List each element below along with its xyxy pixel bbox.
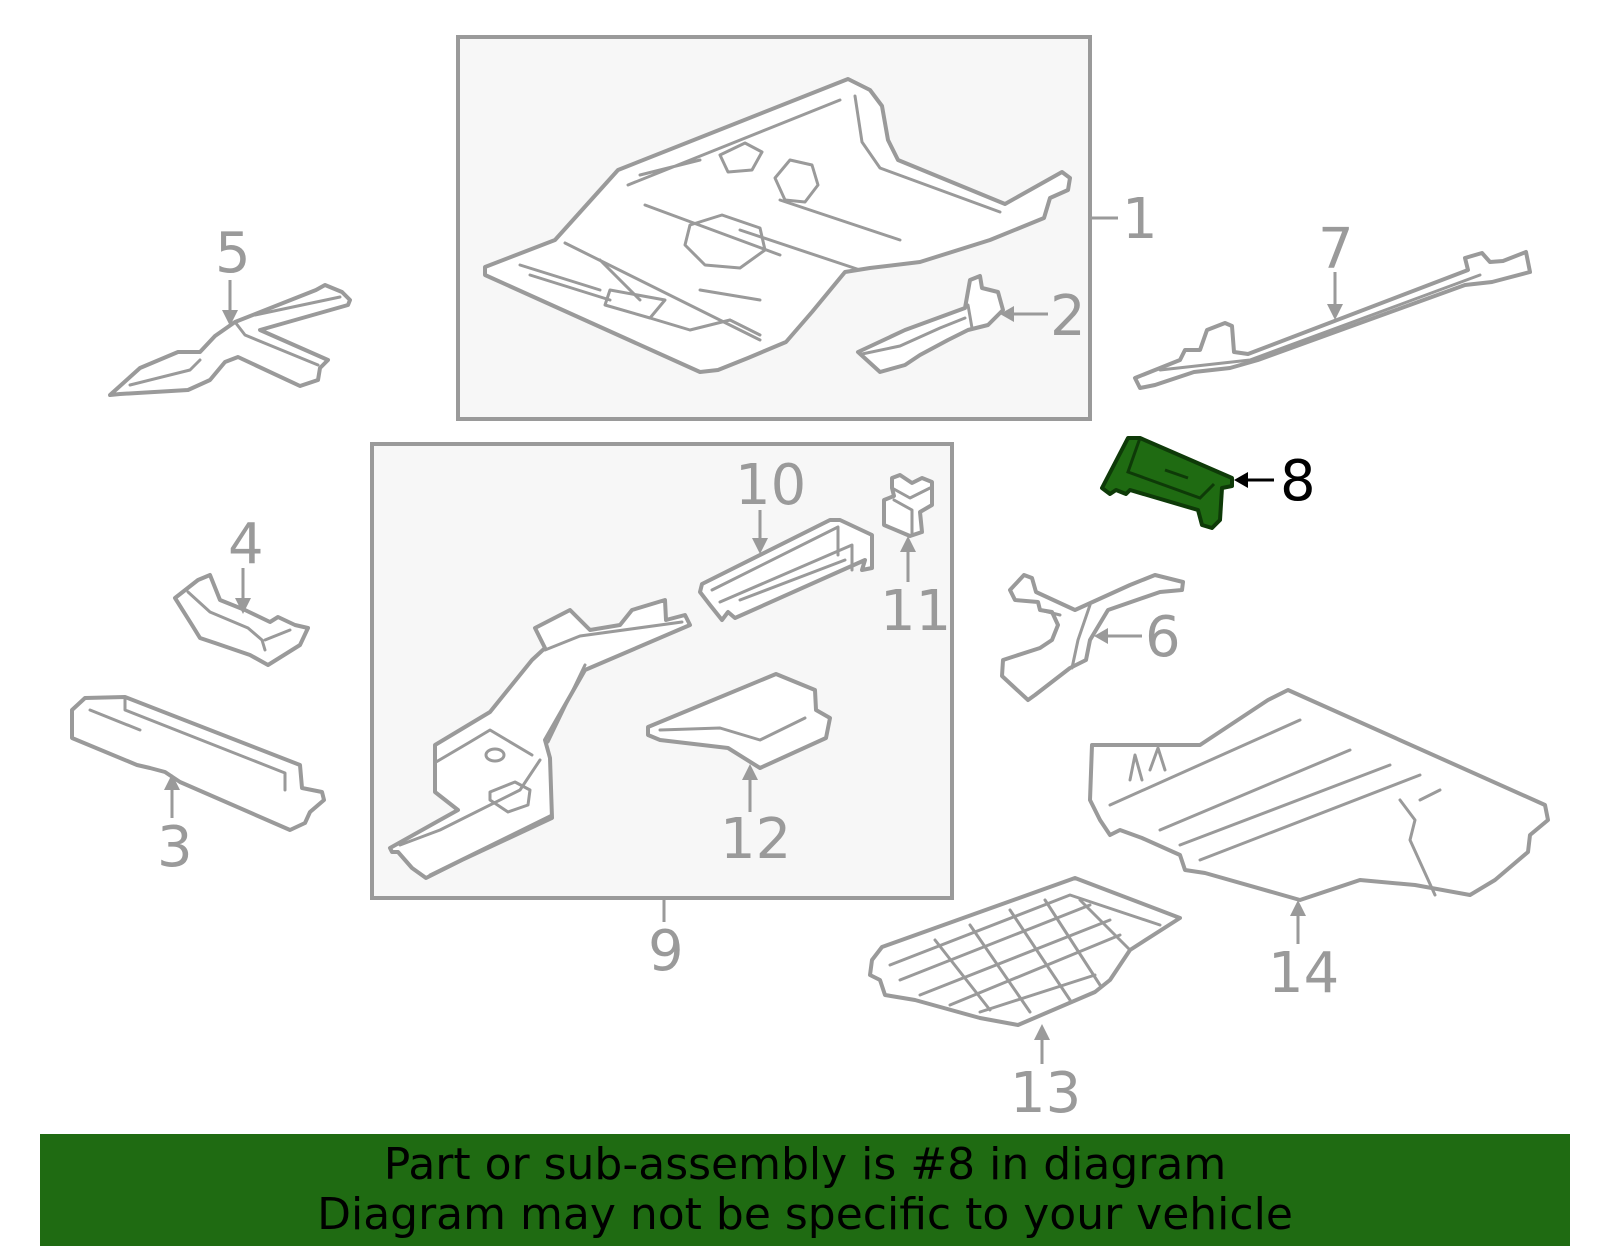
arrow-6 xyxy=(1094,628,1108,644)
arrow-3 xyxy=(164,774,180,790)
arrow-2 xyxy=(1000,306,1014,322)
info-banner: Part or sub-assembly is #8 in diagram Di… xyxy=(40,1134,1570,1246)
callout-8: 8 xyxy=(1280,449,1316,514)
banner-line-part-number: Part or sub-assembly is #8 in diagram xyxy=(383,1139,1227,1190)
part-1-floor-pan[interactable] xyxy=(483,77,1072,374)
arrow-14 xyxy=(1290,900,1306,916)
callout-4: 4 xyxy=(228,512,264,577)
part-2-crossmember[interactable] xyxy=(856,274,1005,374)
part-7-side-rail[interactable] xyxy=(1133,250,1532,390)
callout-12: 12 xyxy=(720,807,791,872)
banner-line-disclaimer: Diagram may not be specific to your vehi… xyxy=(317,1189,1293,1240)
callout-5: 5 xyxy=(215,221,251,286)
callout-10: 10 xyxy=(735,453,806,518)
arrow-5 xyxy=(222,310,238,326)
callout-7: 7 xyxy=(1318,217,1354,282)
callout-6: 6 xyxy=(1145,605,1181,670)
arrow-10 xyxy=(752,538,768,554)
part-13-floor-panel[interactable] xyxy=(868,876,1182,1027)
part-14-rear-floor[interactable] xyxy=(1088,688,1550,902)
arrow-7 xyxy=(1327,304,1343,320)
arrow-13 xyxy=(1034,1024,1050,1040)
part-11-small-bracket[interactable] xyxy=(882,473,934,538)
callout-9: 9 xyxy=(648,919,684,984)
part-4-bracket[interactable] xyxy=(173,573,310,667)
callout-3: 3 xyxy=(157,815,193,880)
arrow-4 xyxy=(235,598,251,614)
arrow-11 xyxy=(900,536,916,552)
part-8-highlighted-bracket[interactable] xyxy=(1100,436,1234,530)
callout-11: 11 xyxy=(880,579,951,644)
callout-13: 13 xyxy=(1010,1061,1081,1126)
callout-2: 2 xyxy=(1050,284,1086,349)
arrow-12 xyxy=(742,764,758,780)
part-9-frame-assembly[interactable] xyxy=(388,598,692,880)
callout-14: 14 xyxy=(1268,941,1339,1006)
part-10-reinforcement[interactable] xyxy=(698,518,874,622)
arrow-8 xyxy=(1234,472,1248,488)
callout-1: 1 xyxy=(1122,187,1158,252)
part-5-member[interactable] xyxy=(108,283,352,397)
part-3-rail[interactable] xyxy=(70,695,326,832)
part-6-bracket[interactable] xyxy=(1000,573,1185,702)
part-12-plate[interactable] xyxy=(646,672,832,770)
